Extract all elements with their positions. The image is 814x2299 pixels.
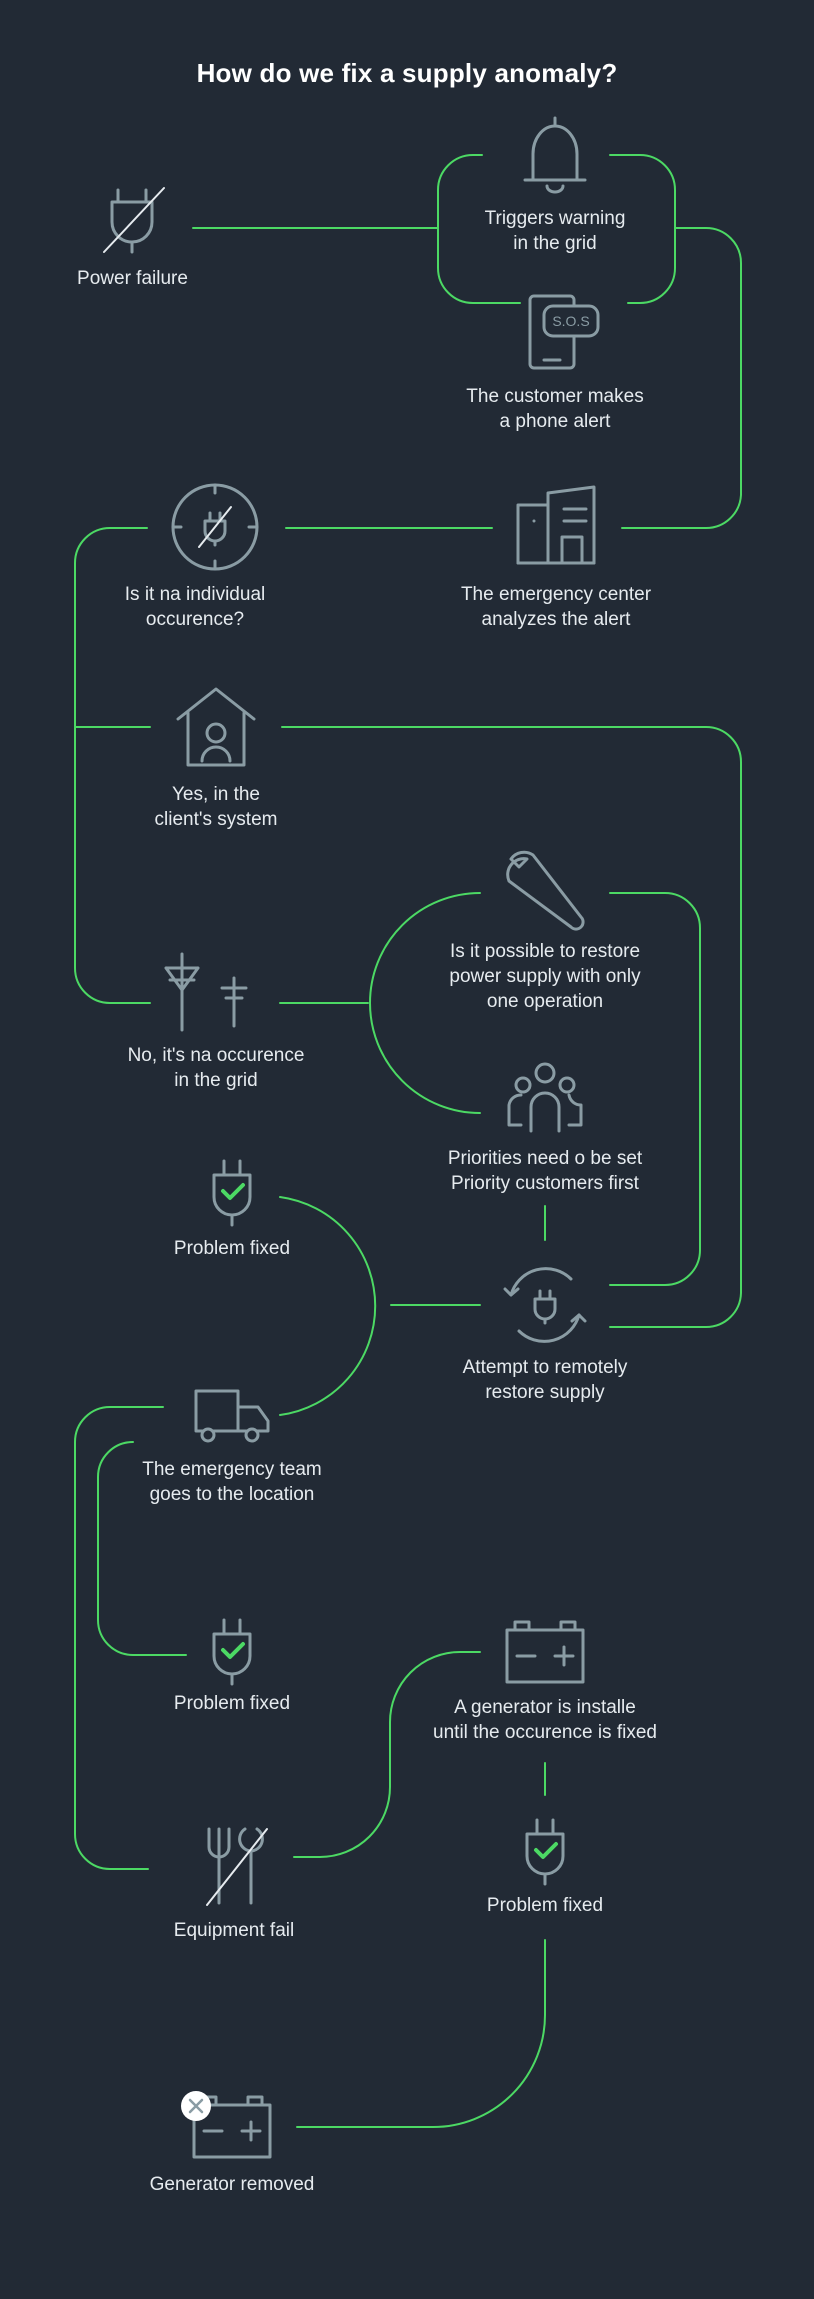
unplugged-icon	[103, 187, 165, 254]
page-title: How do we fix a supply anomaly?	[196, 58, 618, 88]
label-problem-fixed-1: Problem fixed	[173, 1238, 291, 1259]
connector-wrench-to-remote	[609, 892, 701, 1286]
label-problem-fixed-2: Problem fixed	[173, 1693, 291, 1714]
label-generator-removed: Generator removed	[149, 2174, 315, 2195]
connector-left-spine	[74, 527, 151, 1004]
power-pylon-icon	[164, 952, 248, 1032]
label-power-failure: Power failure	[77, 268, 188, 289]
people-group-icon	[507, 1062, 583, 1133]
icons: S.O.S	[103, 116, 600, 2159]
connector-warning-to-center	[621, 227, 742, 530]
plug-check-icon	[212, 1159, 252, 1227]
connectors	[74, 154, 742, 2128]
connector-warning-frame-left	[437, 154, 521, 304]
label-equipment-fail: Equipment fail	[173, 1920, 295, 1941]
label-phone-alert: The customer makes a phone alert	[466, 386, 644, 432]
label-individual: Is it na individual occurence?	[124, 584, 266, 630]
wrench-icon	[506, 850, 585, 931]
label-restore-one-op: Is it possible to restore power supply w…	[449, 941, 641, 1012]
label-remote-restore: Attempt to remotely restore supply	[462, 1357, 628, 1403]
house-person-icon	[176, 687, 256, 767]
connector-client-to-remote	[281, 726, 742, 1328]
connector-fail-to-generator	[293, 1651, 481, 1858]
label-team-location: The emergency team goes to the location	[142, 1459, 322, 1505]
building-icon	[516, 485, 596, 565]
label-priorities: Priorities need o be set Priority custom…	[447, 1148, 643, 1194]
connector-fixed3-to-removed	[296, 1939, 546, 2128]
plug-check-icon	[212, 1618, 252, 1686]
connector-truck-to-fixed2	[97, 1441, 187, 1656]
battery-removed-icon	[181, 2091, 272, 2159]
label-problem-fixed-3: Problem fixed	[486, 1895, 604, 1916]
truck-icon	[194, 1389, 270, 1443]
plug-check-icon	[525, 1818, 565, 1886]
refresh-plug-icon	[503, 1267, 587, 1343]
svg-text:S.O.S: S.O.S	[552, 313, 589, 329]
label-generator-installed: A generator is installe until the occure…	[433, 1697, 657, 1743]
phone-sos-icon: S.O.S	[528, 294, 600, 370]
label-client-system: Yes, in the client's system	[154, 784, 278, 830]
connector-truck-to-fail	[74, 1406, 164, 1870]
label-emergency-center: The emergency center analyzes the alert	[460, 584, 652, 630]
clock-plug-icon	[171, 483, 259, 571]
connector-arc-fixed-truck	[279, 1196, 377, 1416]
connector-arc-wrench-people	[369, 892, 481, 1114]
battery-icon	[505, 1620, 585, 1684]
label-triggers-warning: Triggers warning in the grid	[484, 208, 626, 254]
broken-tools-icon	[206, 1827, 268, 1906]
label-grid-occurence: No, it's na occurence in the grid	[127, 1045, 305, 1091]
bell-icon	[523, 116, 587, 194]
